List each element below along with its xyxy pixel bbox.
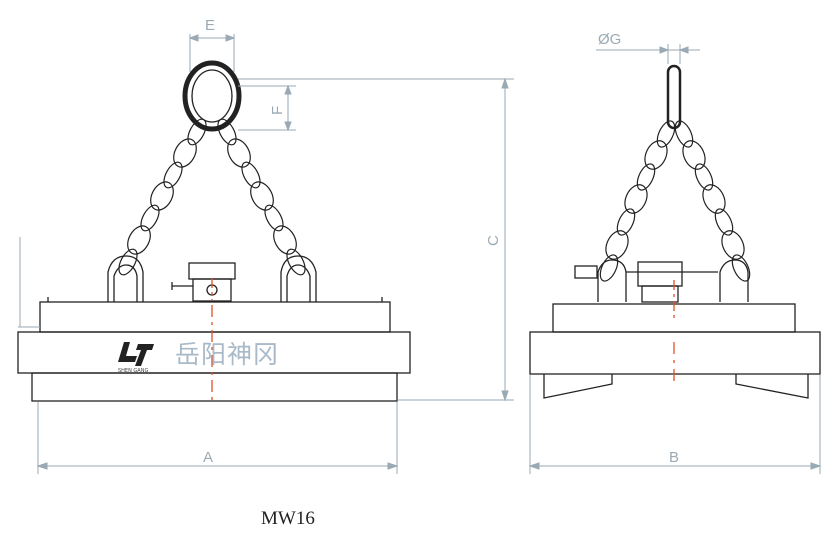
front-view	[17, 60, 411, 402]
dim-label-a: A	[203, 449, 213, 466]
dim-label-e: E	[205, 17, 215, 34]
brand-logo	[118, 342, 154, 366]
side-foot-left	[543, 374, 613, 399]
dim-label-c: C	[485, 235, 502, 246]
model-caption: MW16	[261, 508, 315, 529]
center-lines	[211, 278, 675, 402]
side-foot-right	[735, 374, 809, 399]
front-junction-box	[171, 262, 236, 302]
dim-label-f: F	[269, 106, 286, 115]
front-chain-left	[118, 118, 207, 276]
dim-label-b: B	[669, 449, 679, 466]
front-lifting-ring	[182, 60, 242, 132]
side-main-body	[529, 331, 821, 375]
front-bottom-pole	[31, 372, 398, 402]
side-lugs	[574, 259, 749, 303]
side-chain-right	[674, 120, 751, 282]
front-top-plate	[39, 301, 391, 333]
side-view	[529, 64, 821, 399]
logo-small-text: SHEN GANG	[118, 368, 148, 374]
front-lugs	[107, 255, 317, 302]
side-lifting-plate	[666, 64, 682, 130]
dim-label-g: ØG	[598, 31, 621, 48]
dimension-labels: A B C E F ØG	[203, 17, 679, 466]
dimension-lines	[18, 34, 822, 474]
brand-text: 岳阳神冈	[175, 340, 279, 369]
side-chain-left	[599, 120, 676, 282]
front-chain-right	[217, 118, 306, 276]
